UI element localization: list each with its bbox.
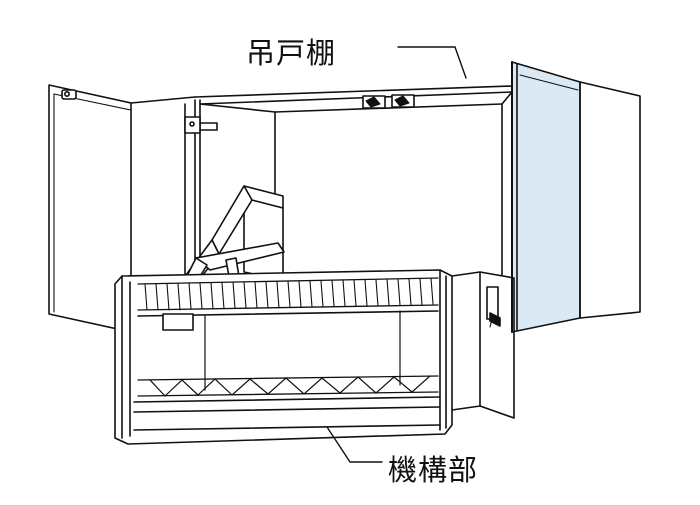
left-door-hinge: [61, 89, 77, 100]
side-damper: [451, 271, 515, 419]
cup-holder: [162, 313, 194, 331]
ceiling-mount-fitting: [362, 94, 415, 109]
cabinet-leader-line: [397, 46, 467, 79]
callout-leaders: [326, 46, 467, 463]
right-door: [511, 61, 641, 333]
hinge-bracket: [184, 116, 218, 134]
mechanism-label: 機構部: [388, 453, 479, 487]
dish-rack-slats: [144, 277, 434, 311]
wall-cabinet-body: [130, 85, 513, 333]
cabinet-label: 吊戸棚: [246, 36, 337, 70]
lower-rack-wires: [149, 375, 431, 397]
lift-basket: [114, 269, 453, 445]
mechanism-leader-line: [326, 426, 383, 463]
